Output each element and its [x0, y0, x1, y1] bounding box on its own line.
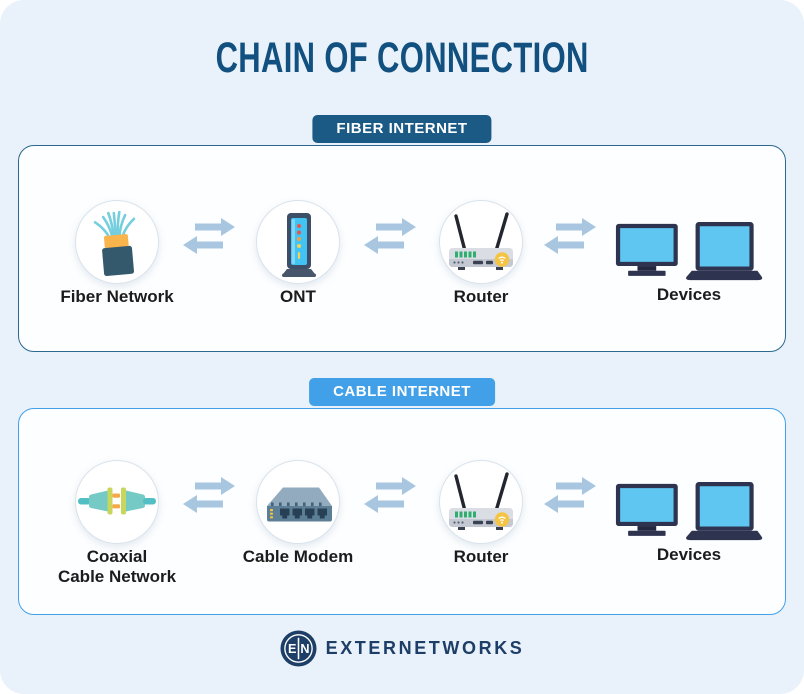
node-ont: ONT [213, 200, 383, 307]
wifi-router-icon [439, 200, 523, 284]
bidirectional-arrows-icon [544, 218, 596, 254]
fiber-optic-cable-icon [75, 200, 159, 284]
bidirectional-arrows-icon [364, 218, 416, 254]
wifi-router-icon [439, 460, 523, 544]
node-label: Cable Modem [242, 547, 354, 566]
node-label: ONT [280, 287, 316, 306]
bidirectional-arrows-icon [183, 477, 235, 513]
node-router-cable: Router [396, 460, 566, 567]
fiber-internet-badge: FIBER INTERNET [312, 115, 492, 143]
node-devices-cable: Devices [604, 460, 774, 565]
externetworks-logo-icon: E N [280, 630, 317, 667]
node-router-fiber: Router [396, 200, 566, 307]
cable-modem-icon [256, 460, 340, 544]
node-label: Fiber Network [60, 287, 174, 306]
monitor-laptop-icon [604, 200, 774, 282]
node-label: Router [453, 287, 509, 306]
node-label: Devices [656, 545, 722, 564]
page-title: CHAIN OF CONNECTION [215, 34, 589, 82]
monitor-laptop-icon [604, 460, 774, 542]
cable-internet-panel: Coaxial Cable Network [18, 408, 786, 615]
bidirectional-arrows-icon [544, 477, 596, 513]
footer-logo: E N EXTERNETWORKS [0, 630, 804, 667]
fiber-internet-panel: Fiber Network [18, 145, 786, 352]
coaxial-cable-icon [75, 460, 159, 544]
brand-wordmark: EXTERNETWORKS [325, 638, 525, 658]
node-devices-fiber: Devices [604, 200, 774, 305]
node-label: Router [453, 547, 509, 566]
node-label: Devices [656, 285, 722, 304]
ont-tower-icon [256, 200, 340, 284]
node-label: Coaxial Cable Network [57, 547, 177, 587]
logo-monogram-e: E [288, 642, 296, 656]
cable-internet-badge: CABLE INTERNET [309, 378, 495, 406]
node-fiber-network: Fiber Network [32, 200, 202, 307]
bidirectional-arrows-icon [183, 218, 235, 254]
node-cable-modem: Cable Modem [213, 460, 383, 567]
bidirectional-arrows-icon [364, 477, 416, 513]
logo-monogram-n: N [300, 642, 309, 656]
node-coaxial-cable-network: Coaxial Cable Network [32, 460, 202, 587]
